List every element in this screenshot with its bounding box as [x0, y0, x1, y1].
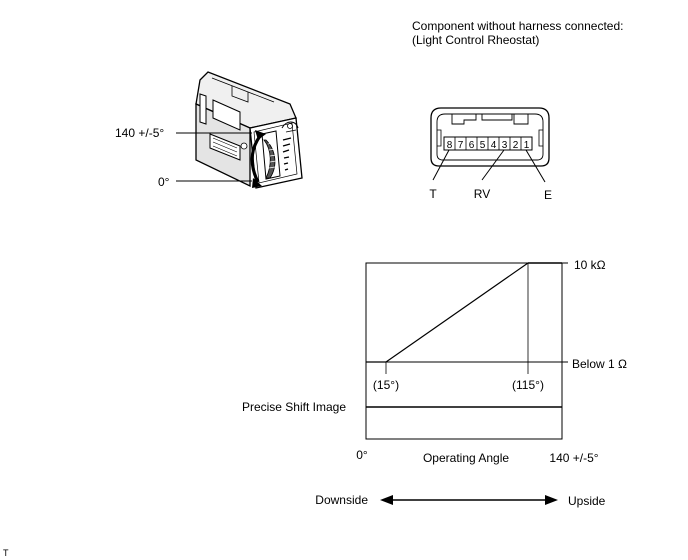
connector-face: [430, 107, 550, 167]
pin-label: 5: [480, 140, 486, 151]
resistance-min-label: Below 1 Ω: [572, 357, 627, 371]
connector-pin-labels: 8 7 6 5 4 3 2 1: [447, 140, 530, 151]
direction-arrow-left-head: [380, 495, 393, 505]
terminal-rv-leader: [481, 149, 505, 181]
footer-mark: T: [3, 548, 9, 558]
angle-start-label: (15°): [373, 378, 399, 392]
switch-zero-angle-label: 0°: [158, 175, 170, 189]
terminal-label-t: T: [429, 187, 437, 201]
terminal-label-rv: RV: [474, 187, 490, 201]
pin-label: 6: [469, 140, 475, 151]
precise-shift-label: Precise Shift Image: [242, 400, 346, 414]
direction-arrow-right-head: [545, 495, 558, 505]
direction-upside-label: Upside: [568, 494, 606, 508]
switch-max-angle-label: 140 +/-5°: [115, 126, 164, 140]
x-axis-min-label: 0°: [356, 448, 368, 462]
pin-label: 8: [447, 140, 453, 151]
angle-end-label: (115°): [512, 378, 544, 392]
resistance-max-label: 10 kΩ: [574, 258, 606, 272]
pin-label: 1: [524, 140, 530, 151]
graph-frame: [365, 262, 563, 440]
x-axis-max-label: 140 +/-5°: [549, 451, 598, 465]
resistance-ramp-line: [385, 262, 529, 363]
pin-label: 2: [513, 140, 519, 151]
terminal-t-leader: [432, 149, 450, 181]
terminal-label-e: E: [544, 188, 552, 202]
resistance-graph: [365, 262, 568, 440]
terminal-e-leader: [525, 149, 546, 183]
connector-caption-line1: Component without harness connected:: [412, 19, 623, 33]
pin-label: 4: [491, 140, 497, 151]
connector-caption-line2: (Light Control Rheostat): [412, 33, 539, 47]
x-axis-title: Operating Angle: [423, 451, 509, 465]
pin-label: 7: [458, 140, 464, 151]
pin-label: 3: [502, 140, 508, 151]
direction-downside-label: Downside: [315, 493, 368, 507]
rheostat-switch-illustration: [195, 71, 303, 189]
